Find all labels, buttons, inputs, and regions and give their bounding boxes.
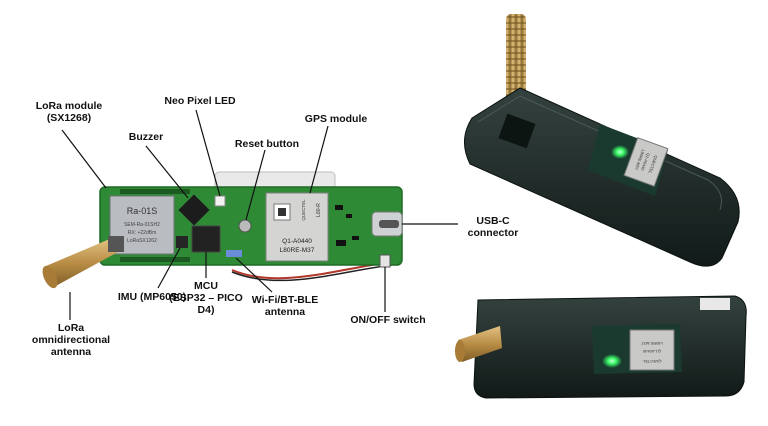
- pin-headers: [120, 189, 190, 262]
- label-neopixel: Neo Pixel LED: [150, 95, 250, 107]
- label-mcu-line-3: D4): [197, 304, 215, 316]
- leader-lines: [61, 109, 458, 320]
- label-mcu: MCU (ESP32 – PICO D4): [168, 280, 244, 316]
- pcb-board: Ra-01S SEM-Ra-01SH2 RX: +22dBm LoRaSX126…: [42, 171, 403, 289]
- case2-gps-line-1: Q1-A0440: [642, 349, 661, 354]
- lora-whip-antenna: [46, 238, 118, 288]
- case1-gps-line-1: Q1-A0440: [640, 152, 651, 172]
- label-gps-module: GPS module: [296, 113, 376, 125]
- label-mcu-line-1: MCU: [194, 280, 218, 292]
- label-lora-antenna-line-3: antenna: [50, 346, 92, 358]
- lora-chip-title: Ra-01S: [127, 206, 158, 216]
- label-imu: IMU (MP6050): [104, 291, 200, 303]
- label-lora-antenna-line-1: LoRa: [57, 322, 85, 334]
- case2-gps-line-2: L80RE-M37: [641, 341, 663, 346]
- label-onoff-line-1: ON/OFF switch: [350, 314, 426, 326]
- label-lora-module: LoRa module (SX1268): [24, 100, 114, 124]
- enclosure-top-body: [464, 87, 740, 267]
- enclosure-top-gps: [623, 137, 669, 187]
- label-wifi-line-2: antenna: [264, 306, 306, 318]
- label-gps-line-1: GPS module: [304, 113, 368, 125]
- case1-gps-brand: QUECTEL: [647, 155, 658, 175]
- label-imu-line-1: IMU (MP6050): [117, 291, 187, 303]
- enclosure-bottom: QUECTEL Q1-A0440 L80RE-M37: [455, 295, 747, 399]
- gps-chip-line-2: L80RE-M37: [280, 247, 315, 254]
- label-usbc-line-2: connector: [467, 227, 519, 239]
- mcu-chip: [191, 225, 221, 253]
- enclosure-top: QUECTEL Q1-A0440 L80RE-M37: [464, 14, 740, 267]
- gps-chip-model: L80-R: [316, 203, 322, 217]
- lora-chip-line-3: LoRaSX1262: [127, 238, 157, 244]
- label-reset-line-1: Reset button: [234, 138, 300, 150]
- label-usbc: USB-C connector: [450, 215, 536, 239]
- enclosure-bottom-led: [602, 354, 622, 368]
- label-usbc-line-1: USB-C: [476, 215, 510, 227]
- label-mcu-line-2: (ESP32 – PICO: [169, 292, 243, 304]
- label-lora-module-line-1: LoRa module: [35, 100, 103, 112]
- onoff-switch-part: [379, 254, 391, 268]
- reset-button-part: [238, 219, 252, 233]
- lora-chip-line-1: SEM-Ra-01SH2: [124, 222, 160, 228]
- enclosure-bottom-antenna: [458, 326, 502, 362]
- label-lora-antenna-line-2: omnidirectional: [31, 334, 111, 346]
- label-wifi-line-1: Wi-Fi/BT-BLE: [251, 294, 319, 306]
- buzzer-part: [178, 194, 210, 226]
- label-wifi-antenna: Wi-Fi/BT-BLE antenna: [240, 294, 330, 318]
- label-onoff-switch: ON/OFF switch: [340, 314, 436, 326]
- neopixel-led-part: [214, 195, 226, 207]
- wifi-antenna-part: [226, 250, 242, 257]
- gps-chip-line-1: Q1-A0440: [282, 238, 312, 245]
- gps-chip-brand: QUECTEL: [301, 199, 306, 221]
- label-buzzer: Buzzer: [118, 131, 174, 143]
- enclosure-top-led: [611, 145, 629, 159]
- enclosure-bottom-gps: [629, 329, 675, 371]
- label-reset-button: Reset button: [222, 138, 312, 150]
- label-neopixel-line-1: Neo Pixel LED: [164, 95, 236, 107]
- label-lora-antenna: LoRa omnidirectional antenna: [26, 322, 116, 358]
- case2-gps-brand: QUECTEL: [642, 359, 662, 364]
- lora-chip-line-2: RX: +22dBm: [128, 230, 157, 236]
- label-buzzer-line-1: Buzzer: [128, 131, 164, 143]
- imu-chip: [176, 236, 188, 248]
- label-lora-module-line-2: (SX1268): [46, 112, 92, 124]
